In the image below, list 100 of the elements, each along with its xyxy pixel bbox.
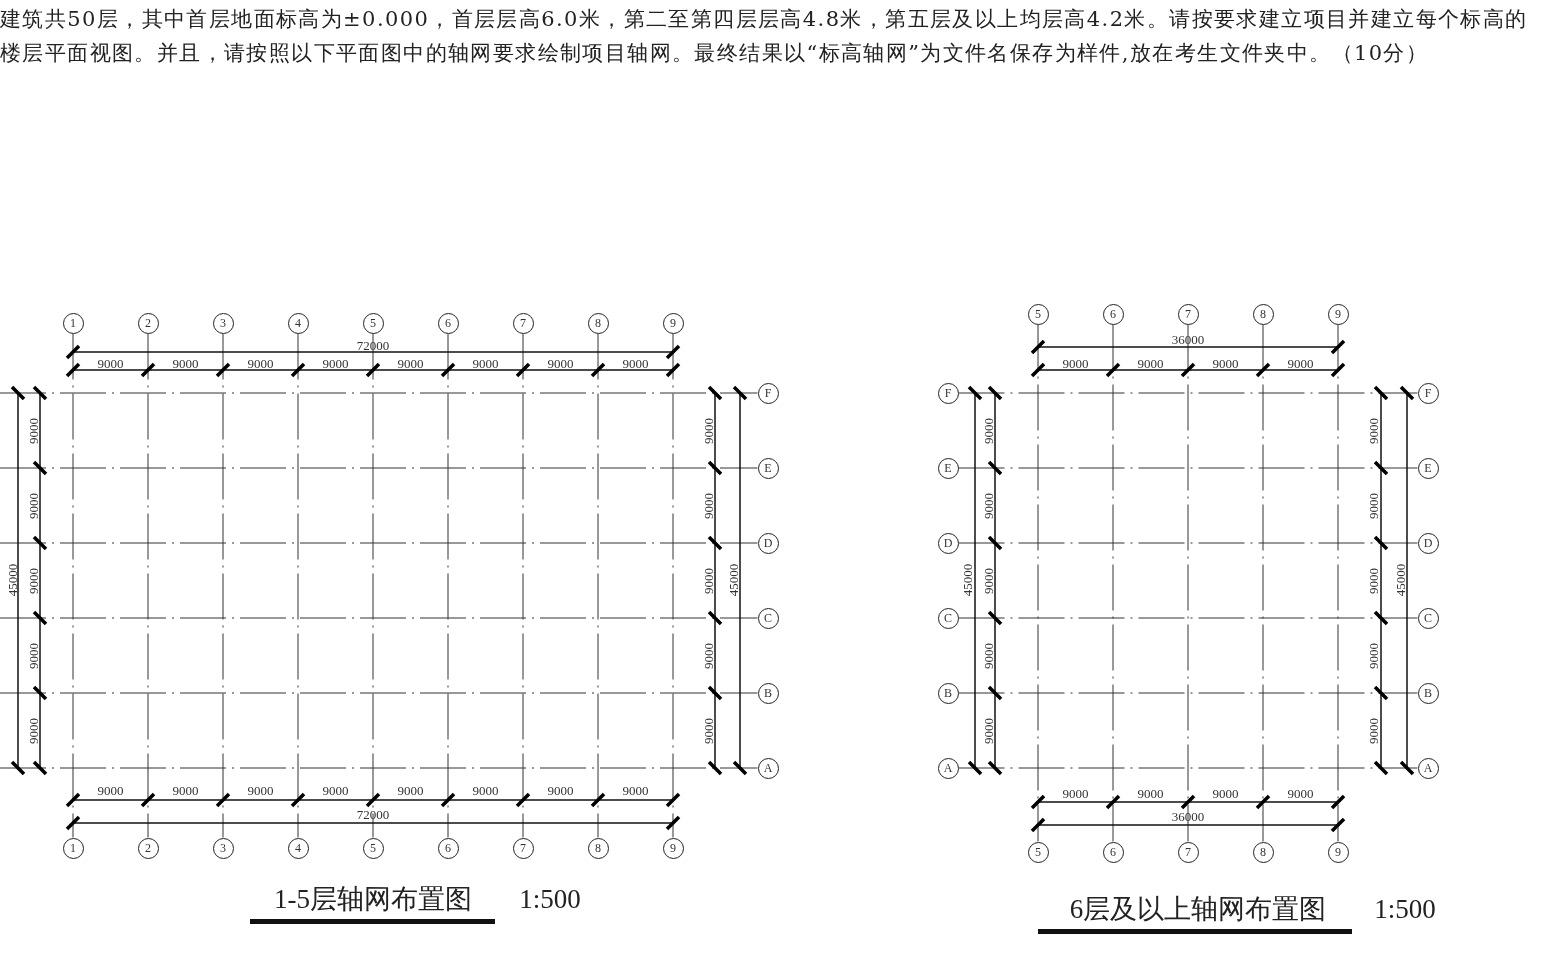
axis-bubble: 6 (1102, 841, 1124, 863)
axis-bubble: A (937, 757, 959, 779)
axis-line (958, 617, 1418, 619)
dimension-text: 9000 (1212, 356, 1239, 370)
dimension-text: 36000 (1171, 332, 1205, 346)
axis-line (958, 692, 1418, 694)
dimension-text: 9000 (981, 567, 995, 594)
dimension-text: 45000 (960, 563, 974, 597)
axis-line (72, 333, 74, 838)
dimension-text: 9000 (247, 356, 274, 370)
dimension-text: 9000 (701, 567, 715, 594)
dimension-text: 9000 (1137, 786, 1164, 800)
scale-text: 1:500 (1374, 895, 1436, 923)
axis-line (0, 767, 758, 769)
drawing-title: 6层及以上轴网布置图 (1069, 895, 1327, 923)
axis-bubble: 3 (212, 312, 234, 334)
dimension-text: 9000 (397, 356, 424, 370)
axis-line (0, 542, 758, 544)
axis-line (1112, 324, 1114, 842)
dimension-text: 45000 (5, 563, 19, 597)
dimension-text: 9000 (1366, 717, 1380, 744)
dimension-text: 9000 (1366, 417, 1380, 444)
axis-bubble: 8 (587, 837, 609, 859)
dimension-text: 9000 (622, 356, 649, 370)
axis-line (597, 333, 599, 838)
dimension-text: 72000 (356, 338, 390, 352)
axis-line (0, 617, 758, 619)
dimension-text: 72000 (356, 807, 390, 821)
axis-bubble: F (937, 382, 959, 404)
drawing-title: 1-5层轴网布置图 (274, 885, 472, 913)
dimension-text: 9000 (701, 417, 715, 444)
axis-line (672, 333, 674, 838)
dimension-text: 9000 (247, 783, 274, 797)
axis-bubble: 7 (512, 837, 534, 859)
axis-line (958, 542, 1418, 544)
dimension-text: 9000 (701, 717, 715, 744)
dimension-text: 9000 (1366, 492, 1380, 519)
axis-bubble: 9 (662, 837, 684, 859)
axis-bubble: 8 (1252, 841, 1274, 863)
dimension-text: 9000 (1062, 356, 1089, 370)
dimension-text: 45000 (726, 563, 740, 597)
axis-line (0, 467, 758, 469)
dimension-text: 9000 (97, 783, 124, 797)
dimension-text: 9000 (1212, 786, 1239, 800)
axis-line (0, 692, 758, 694)
dimension-text: 9000 (1366, 567, 1380, 594)
axis-bubble: 8 (587, 312, 609, 334)
dimension-text: 9000 (26, 717, 40, 744)
axis-line (372, 333, 374, 838)
axis-bubble: E (1417, 457, 1439, 479)
axis-line (1187, 324, 1189, 842)
axis-bubble: 9 (1327, 841, 1349, 863)
axis-bubble: 5 (1027, 303, 1049, 325)
dimension-text: 9000 (1062, 786, 1089, 800)
dimension-text: 9000 (97, 356, 124, 370)
axis-bubble: F (1417, 382, 1439, 404)
dimension-text: 9000 (1137, 356, 1164, 370)
axis-line (522, 333, 524, 838)
dimension-text: 9000 (981, 417, 995, 444)
axis-bubble: 5 (362, 837, 384, 859)
axis-line (1337, 324, 1339, 842)
axis-bubble: 9 (1327, 303, 1349, 325)
axis-bubble: D (757, 532, 779, 554)
axis-bubble: 7 (1177, 303, 1199, 325)
dimension-text: 9000 (26, 492, 40, 519)
axis-bubble: 4 (287, 312, 309, 334)
axis-bubble: 9 (662, 312, 684, 334)
dimension-text: 9000 (172, 356, 199, 370)
dimension-text: 9000 (322, 356, 349, 370)
axis-bubble: E (937, 457, 959, 479)
dimension-text: 9000 (1287, 356, 1314, 370)
axis-bubble: F (757, 382, 779, 404)
axis-bubble: E (757, 457, 779, 479)
axis-bubble: 2 (137, 312, 159, 334)
dimension-text: 9000 (701, 492, 715, 519)
axis-line (447, 333, 449, 838)
dimension-text: 9000 (981, 492, 995, 519)
axis-bubble: 6 (437, 837, 459, 859)
axis-line (1037, 324, 1039, 842)
dimension-text: 9000 (1366, 642, 1380, 669)
axis-line (0, 392, 758, 394)
dimension-text: 36000 (1171, 809, 1205, 823)
dimension-text: 9000 (547, 783, 574, 797)
axis-bubble: 2 (137, 837, 159, 859)
dimension-text: 9000 (701, 642, 715, 669)
axis-bubble: 8 (1252, 303, 1274, 325)
dimension-text: 9000 (472, 783, 499, 797)
instruction-text: 建筑共50层，其中首层地面标高为±0.000，首层层高6.0米，第二至第四层层高4.8米，第五层及以上均层高4.2米。请按要求建立项目并建立每个标高的楼层平面视图。并且，请按照以下平面图中的轴网要求绘制项目轴网。最终结果以“标高轴网”为文件名保存为样件,放在考生文件夹中。（10分） (0, 6, 1529, 67)
axis-line (222, 333, 224, 838)
dimension-text: 9000 (547, 356, 574, 370)
axis-bubble: D (937, 532, 959, 554)
dimension-text: 9000 (172, 783, 199, 797)
scale-text: 1:500 (519, 885, 581, 913)
dimension-text: 9000 (397, 783, 424, 797)
dimension-text: 9000 (1287, 786, 1314, 800)
axis-bubble: 7 (512, 312, 534, 334)
axis-bubble: C (757, 607, 779, 629)
axis-bubble: B (1417, 682, 1439, 704)
dimension-text: 9000 (26, 642, 40, 669)
axis-bubble: C (937, 607, 959, 629)
